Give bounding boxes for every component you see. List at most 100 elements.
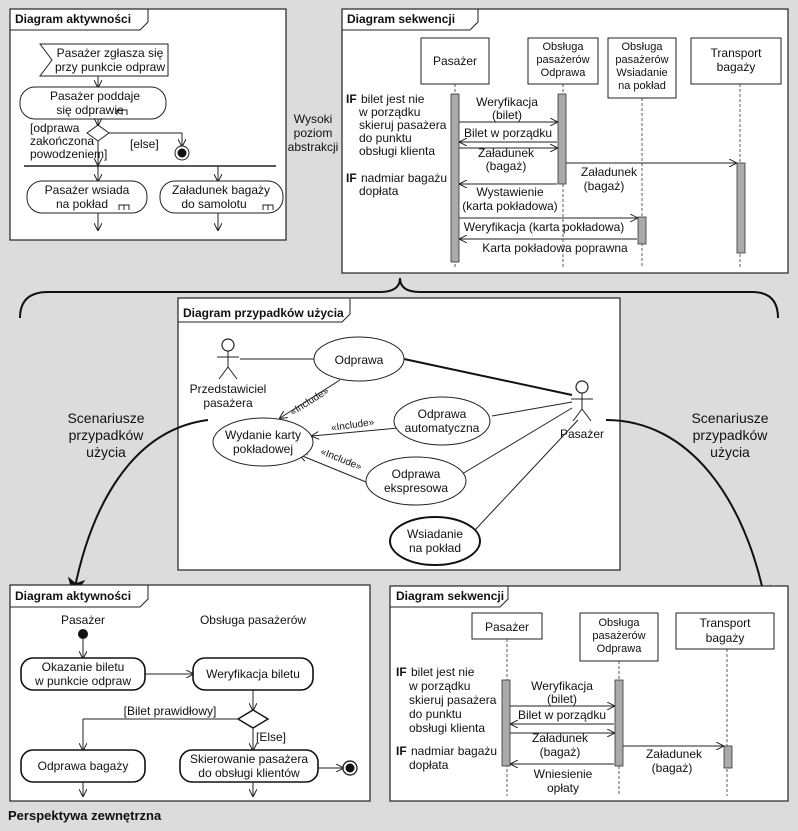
top-activity-action-boarding (26, 180, 148, 214)
bottom-activity-show-ticket-text-1: Okazanie biletu (42, 660, 125, 674)
curly-brace (19, 277, 779, 319)
top-seq-msg4-text-2: (bagaż) (584, 179, 625, 193)
use-case-auto-checkin-label-2: automatyczna (405, 421, 480, 435)
bottom-seq-msg3-text-2: (bagaż) (540, 745, 581, 759)
bottom-activity-diagram: Diagram aktywności Pasażer Obsługa pasaż… (9, 584, 371, 802)
lifeline-boarding-label-3: Wsiadanie (616, 67, 667, 79)
scenario-left-2: przypadków (69, 427, 145, 443)
top-activity-signal-text-2: przy punkcie odpraw (55, 60, 165, 74)
bottom-activity-baggage-text: Odprawa bagaży (38, 759, 129, 773)
rake-icon (116, 109, 128, 115)
lifeline-boarding-service (607, 37, 677, 99)
bottom-seq-msg1-text-2: (bilet) (547, 692, 577, 706)
scenario-right-3: użycia (710, 444, 750, 460)
use-case-boarding-pass (212, 417, 314, 467)
top-activity-action-luggage-text-1: Załadunek bagaży (172, 183, 270, 197)
lifeline-baggage-transport (690, 37, 782, 85)
top-activity-guard-3: powodzeniem] (30, 147, 107, 161)
bottom-seq-if1-keyword: IF (396, 665, 407, 679)
bottom-seq-if1-text-1: bilet jest nie (411, 665, 475, 679)
use-case-boarding-label-1: Wsiadanie (407, 527, 463, 541)
bottom-lifeline-baggage-transport (675, 612, 775, 650)
bottom-seq-if2-keyword: IF (396, 744, 407, 758)
use-case-express-checkin-label-2: ekspresowa (384, 481, 448, 495)
bottom-lifeline-checkin-label-3: Odprawa (597, 643, 643, 655)
bottom-seq-msg2-text: Bilet w porządku (518, 708, 606, 722)
scenario-left-1: Scenariusze (67, 410, 144, 426)
use-case-checkin-label: Odprawa (335, 353, 384, 367)
bottom-lifeline-checkin-label-2: pasażerów (592, 630, 645, 642)
lifeline-checkin-label-2: pasażerów (536, 54, 589, 66)
top-seq-if1-text-2: w porządku (358, 105, 420, 119)
scenario-right: Scenariusze przypadków użycia (691, 410, 768, 460)
bottom-activity-guard-valid: [Bilet prawidłowy] (124, 704, 217, 718)
bottom-seq-msg5-text-1: Wniesienie (534, 767, 593, 781)
top-seq-msg1-text-2: (bilet) (492, 108, 522, 122)
lifeline-checkin-label-1: Obsługa (543, 41, 585, 53)
bottom-seq-if1-text-5: obsługi klienta (409, 721, 485, 735)
actor-representative-label-1: Przedstawiciel (190, 382, 267, 396)
bottom-sequence-diagram: Diagram sekwencji Pasażer Obsługa pasaże… (389, 585, 789, 802)
abstraction-label-3: abstrakcji (288, 140, 339, 154)
scenario-arrow-right (605, 419, 772, 604)
lifeline-boarding-label-4: na pokład (618, 80, 666, 92)
scenario-right-1: Scenariusze (691, 410, 768, 426)
use-case-boarding-pass-label-1: Wydanie karty (225, 428, 301, 442)
actor-representative (217, 338, 239, 380)
bottom-seq-if2-text-2: dopłata (409, 758, 449, 772)
top-seq-if1-keyword: IF (346, 92, 357, 106)
rake-icon (118, 204, 130, 210)
bottom-activity-action-redirect (179, 749, 319, 783)
top-activity-header-tab (10, 9, 149, 31)
lifeline-baggage-label-2: bagaży (717, 60, 756, 74)
top-seq-if1-text-4: do punktu (359, 131, 412, 145)
top-seq-if1-text-5: obsługi klienta (359, 144, 435, 158)
top-seq-msg5-text-2: (karta pokładowa) (462, 199, 557, 213)
use-case-auto-checkin-label-1: Odprawa (418, 407, 467, 421)
use-case-boarding-label-2: na pokład (409, 541, 461, 555)
top-seq-if1-text-3: skieruj pasażera (359, 118, 447, 132)
use-case-express-checkin (365, 456, 467, 506)
use-case-auto-checkin (393, 396, 491, 446)
top-seq-if2-keyword: IF (346, 171, 357, 185)
top-seq-msg5-text-1: Wystawienie (476, 185, 544, 199)
bottom-activity-guard-else: [Else] (256, 730, 286, 744)
top-seq-msg6-text: Weryfikacja (karta pokładowa) (464, 220, 625, 234)
top-activity-guard-1: [odprawa (30, 121, 80, 135)
bottom-activity-initial-node (78, 629, 88, 639)
bottom-seq-if2-text-1: nadmiar bagażu (411, 744, 497, 758)
abstraction-label-2: poziom (294, 126, 333, 140)
top-seq-msg7-text: Karta pokładowa poprawna (482, 241, 628, 255)
use-case-diagram: Diagram przypadków użycia Przedstawiciel… (177, 297, 621, 571)
use-case-express-checkin-label-1: Odprawa (392, 467, 441, 481)
top-seq-msg2-text: Bilet w porządku (464, 126, 552, 140)
top-activity-guard-2: zakończona (30, 134, 94, 148)
lifeline-passenger (420, 37, 490, 85)
top-activity-action-boarding-text-1: Pasażer wsiada (45, 183, 130, 197)
bottom-seq-if1-text-3: skieruj pasażera (409, 693, 497, 707)
bottom-activity-header: Diagram aktywności (15, 589, 131, 603)
bottom-activity-redirect-text-1: Skierowanie pasażera (190, 752, 308, 766)
bottom-activity-lane-passenger: Pasażer (61, 613, 105, 627)
lifeline-boarding-label-2: pasażerów (615, 54, 668, 66)
actor-passenger (571, 380, 593, 422)
lifeline-baggage-label-1: Transport (711, 46, 763, 60)
footer-label: Perspektywa zewnętrzna (8, 808, 162, 823)
use-case-checkin (313, 336, 405, 382)
lifeline-checkin-service (527, 37, 599, 85)
use-case-boarding (389, 516, 481, 566)
top-sequence-header: Diagram sekwencji (347, 12, 455, 26)
bottom-activity-redirect-text-2: do obsługi klientów (198, 766, 300, 780)
top-seq-if2-text-2: dopłata (359, 184, 399, 198)
scenario-left-3: użycia (86, 444, 126, 460)
bottom-activity-verify-ticket-text: Weryfikacja biletu (206, 667, 300, 681)
bottom-lifeline-checkin-service (579, 612, 659, 662)
top-activity-diagram: Diagram aktywności Pasażer zgłasza się p… (9, 8, 287, 241)
rake-icon (262, 204, 274, 210)
top-sequence-diagram: Diagram sekwencji Pasażer Obsługa pasaże… (341, 8, 789, 274)
bottom-lifeline-passenger-label: Pasażer (485, 620, 529, 634)
abstraction-label: Wysoki poziom abstrakcji (288, 112, 339, 154)
lifeline-checkin-label-3: Odprawa (541, 67, 587, 79)
bottom-sequence-header: Diagram sekwencji (396, 589, 504, 603)
top-activity-action-luggage-text-2: do samolotu (181, 197, 246, 211)
